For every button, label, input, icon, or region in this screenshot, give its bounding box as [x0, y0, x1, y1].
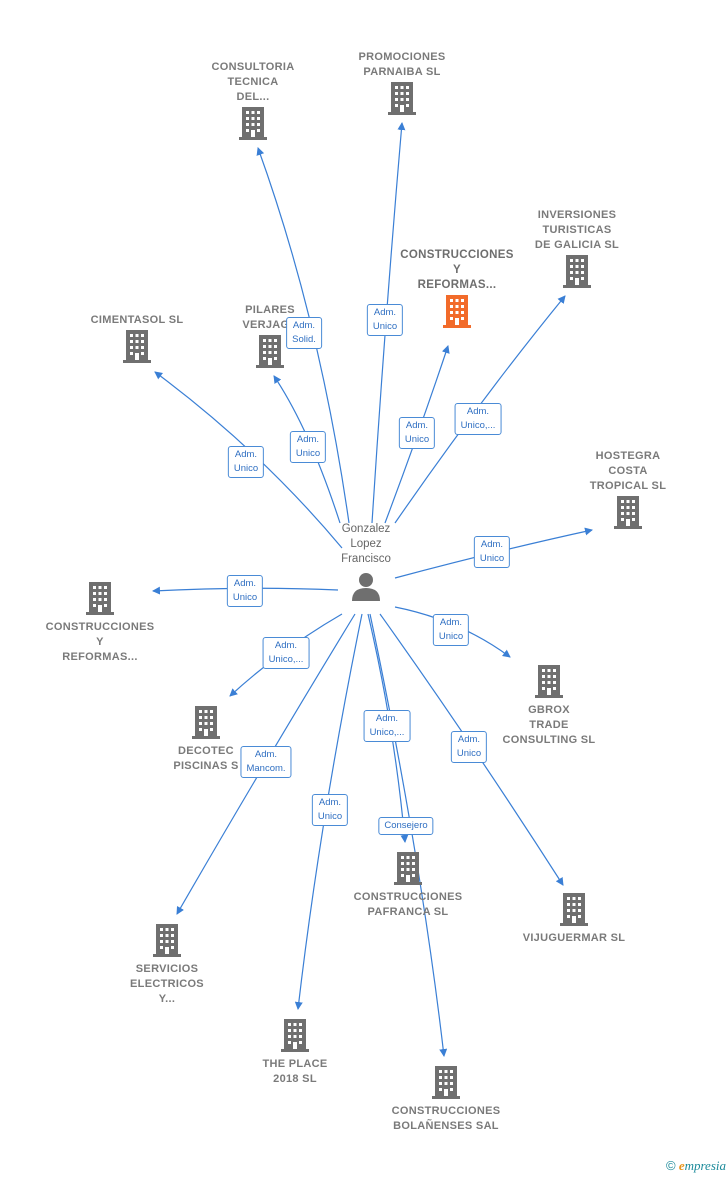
building-icon [561, 253, 593, 289]
footer-brand[interactable]: © empresia [666, 1158, 726, 1174]
role-badge-hostegra[interactable]: Adm.Unico [473, 536, 511, 568]
building-icon [121, 328, 153, 364]
center-person-node[interactable]: Gonzalez Lopez Francisco [321, 522, 411, 601]
company-label: VIJUGUERMAR SL [522, 932, 626, 944]
building-icon [190, 704, 222, 740]
building-icon [392, 850, 424, 886]
role-badge-pafranca[interactable]: Consejero [378, 817, 434, 835]
building-icon [386, 80, 418, 116]
company-label: CIMENTASOL SL [90, 314, 184, 326]
copyright-icon: © [665, 1158, 676, 1173]
building-icon [237, 105, 269, 141]
brand-initial: e [678, 1158, 685, 1173]
brand-name: mpresia [684, 1158, 726, 1173]
company-cimentasol[interactable]: CIMENTASOL SL [62, 313, 212, 364]
building-icon [533, 663, 565, 699]
role-badge-cimentasol[interactable]: Adm.Unico [227, 446, 265, 478]
role-badge-bolanenses[interactable]: Adm.Unico,... [363, 710, 411, 742]
role-badge-construcciones-top[interactable]: Adm.Unico [398, 417, 436, 449]
edge-bolanenses [369, 613, 448, 1057]
person-name: Gonzalez Lopez Francisco [341, 523, 391, 565]
building-icon [612, 494, 644, 530]
role-badge-construcciones-left[interactable]: Adm.Unico [226, 575, 264, 607]
building-icon [558, 891, 590, 927]
role-badge-consultoria[interactable]: Adm.Solid. [286, 317, 322, 349]
role-badge-pilares[interactable]: Adm.Unico [289, 431, 327, 463]
building-icon [441, 293, 473, 329]
role-badge-vijuguermar[interactable]: Adm.Unico [450, 731, 488, 763]
role-badge-decotec[interactable]: Adm.Unico,... [262, 637, 310, 669]
building-icon [254, 333, 286, 369]
role-badge-promociones[interactable]: Adm.Unico [366, 304, 404, 336]
company-vijuguermar[interactable]: VIJUGUERMAR SL [499, 891, 649, 946]
building-icon [279, 1017, 311, 1053]
role-badge-theplace[interactable]: Adm.Unico [311, 794, 349, 826]
building-icon [430, 1064, 462, 1100]
building-icon [84, 580, 116, 616]
building-icon [151, 922, 183, 958]
role-badge-inversiones[interactable]: Adm.Unico,... [454, 403, 502, 435]
role-badge-gbrox[interactable]: Adm.Unico [432, 614, 470, 646]
person-icon [352, 573, 380, 601]
role-badge-servicios[interactable]: Adm.Mancom. [240, 746, 292, 778]
